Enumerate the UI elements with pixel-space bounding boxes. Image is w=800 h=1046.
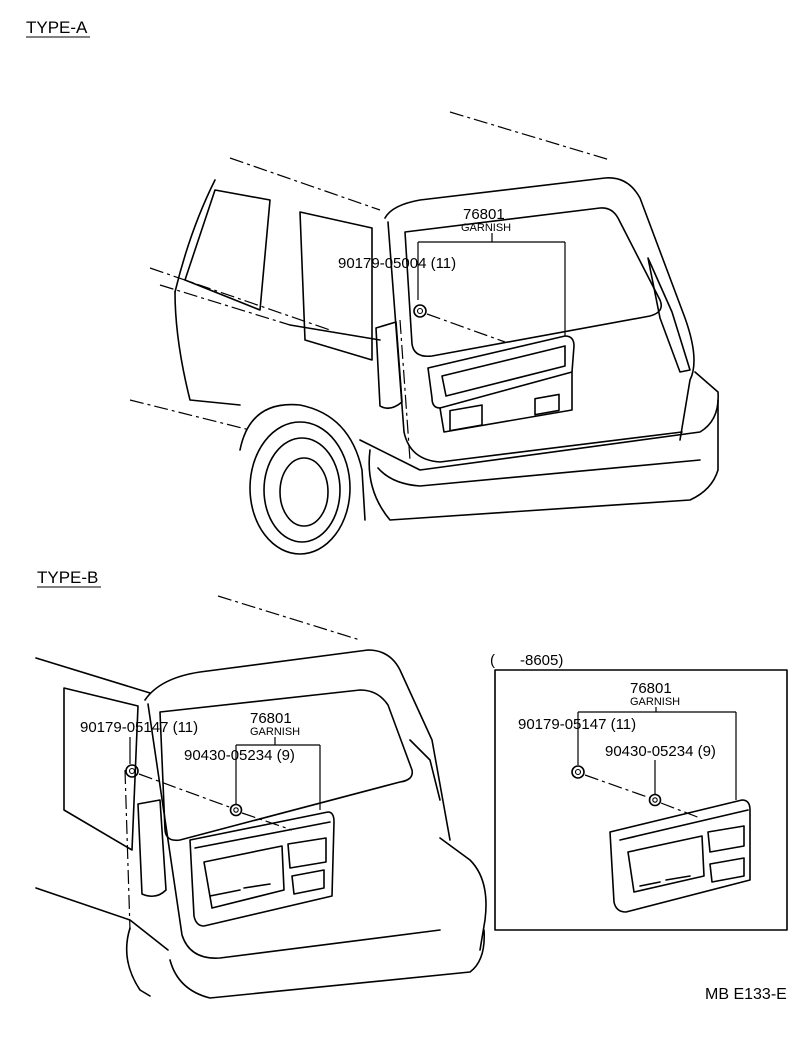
type-a-clip-part: [413, 304, 506, 343]
type-b-clip-icon: [125, 764, 139, 778]
type-a-garnish-part: [427, 335, 575, 433]
type-b-nut-number: 90430-05234 (9): [184, 747, 295, 764]
type-b-vehicle-drawing: [35, 595, 487, 999]
inset-detail: ( -8605) 76801 GARNISH 90179-05147 (11) …: [490, 652, 788, 931]
type-b-clip-number: 90179-05147 (11): [80, 719, 198, 736]
inset-nut-icon: [648, 793, 662, 807]
type-b-garnish-number: 76801: [250, 710, 292, 727]
type-b-garnish-name: GARNISH: [250, 726, 300, 738]
type-a-garnish-number: 76801: [463, 206, 505, 223]
inset-garnish-number: 76801: [630, 680, 672, 697]
type-a-clip-number: 90179-05004 (11): [338, 255, 456, 272]
inset-garnish-name: GARNISH: [630, 696, 680, 708]
figure-code: MB E133-E: [705, 986, 787, 1003]
type-a-clip-icon: [413, 304, 427, 318]
type-a-section: TYPE-A: [26, 18, 719, 555]
inset-fasteners: [571, 765, 701, 819]
type-a-heading: TYPE-A: [26, 18, 88, 37]
inset-range-label: ( -8605): [490, 652, 563, 669]
type-b-heading: TYPE-B: [37, 568, 98, 587]
inset-clip-icon: [571, 765, 585, 779]
type-b-section: TYPE-B: [35, 568, 487, 999]
type-a-vehicle-drawing: [129, 111, 719, 555]
inset-nut-number: 90430-05234 (9): [605, 743, 716, 760]
type-b-callouts: 76801 GARNISH 90179-05147 (11) 90430-052…: [80, 710, 321, 810]
type-b-garnish-part: [189, 811, 335, 927]
inset-callouts: 76801 GARNISH 90179-05147 (11) 90430-052…: [518, 680, 737, 800]
inset-garnish-part: [609, 799, 751, 913]
type-b-nut-icon: [229, 803, 243, 817]
type-a-garnish-name: GARNISH: [461, 222, 511, 234]
type-a-callouts: 76801 GARNISH 90179-05004 (11): [338, 206, 566, 336]
type-b-fasteners: [125, 764, 293, 831]
inset-clip-number: 90179-05147 (11): [518, 716, 636, 733]
inset-frame: [494, 669, 788, 931]
